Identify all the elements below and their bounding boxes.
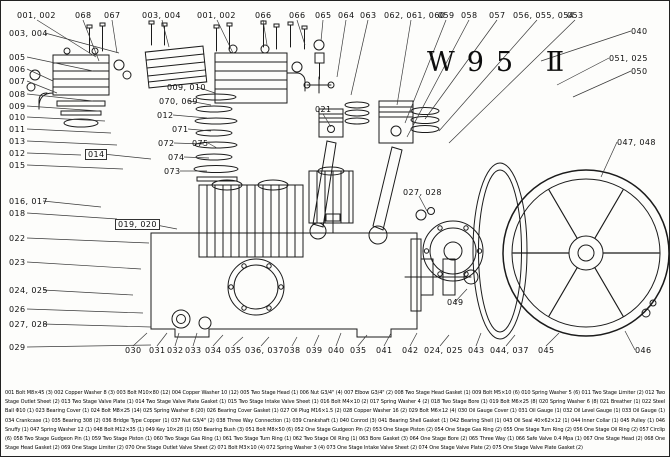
part-callout: 036, 037 — [245, 346, 284, 355]
part-callout: 067 — [104, 11, 121, 20]
misc-hardware — [641, 299, 657, 318]
part-callout: 045 — [538, 346, 555, 355]
elbow-pipe — [286, 72, 306, 92]
part-callout: 072 — [158, 139, 175, 148]
head-gaskets — [56, 100, 106, 128]
part-callout: 031 — [149, 346, 166, 355]
part-callout: 044, 037 — [490, 346, 529, 355]
part-callout: 042 — [402, 346, 419, 355]
part-callout: 021 — [315, 105, 332, 114]
part-callout: 058 — [461, 11, 478, 20]
part-callout: 030 — [125, 346, 142, 355]
part-callout: 066 — [289, 11, 306, 20]
part-callout: 049 — [447, 298, 464, 307]
part-callout: 040 — [328, 346, 345, 355]
part-callout: 066 — [255, 11, 272, 20]
part-callout: 012 — [157, 111, 174, 120]
part-callout: 035 — [225, 346, 242, 355]
part-callout: 018 — [9, 209, 26, 218]
part-callout: 065 — [315, 11, 332, 20]
oil-plug — [415, 207, 435, 221]
part-callout: 003, 004 — [142, 11, 181, 20]
crankshaft — [404, 258, 479, 296]
part-callout: 062, 061, 060 — [384, 11, 446, 20]
part-callout: 024, 025 — [424, 346, 463, 355]
part-callout: 009 — [9, 102, 26, 111]
part-callout: 013 — [9, 137, 26, 146]
part-callout: 012 — [9, 149, 26, 158]
part-callout: 035 — [350, 346, 367, 355]
part-callout: 019, 020 — [115, 219, 160, 230]
part-callout: 070, 069 — [159, 97, 198, 106]
part-callout: 050 — [631, 67, 648, 76]
part-callout: 001, 002 — [17, 11, 56, 20]
part-callout: 034 — [205, 346, 222, 355]
part-callout: 027, 028 — [9, 320, 48, 329]
part-callout: 032 — [167, 346, 184, 355]
piston-small — [318, 108, 344, 138]
part-callout: 068 — [75, 11, 92, 20]
part-callout: 033 — [185, 346, 202, 355]
one-stage-head-upper — [144, 45, 208, 89]
part-callout: 027, 028 — [403, 188, 442, 197]
parts-list: 001 Bolt M8×45 (3) 002 Copper Washer 8 (… — [5, 390, 665, 452]
part-callout: 016, 017 — [9, 197, 48, 206]
bearing-cover — [422, 220, 484, 282]
breather-icon — [325, 213, 341, 234]
part-callout: 064 — [338, 11, 355, 20]
part-callout: 071 — [172, 125, 189, 134]
part-callout: 023 — [9, 258, 26, 267]
part-callout: 006 — [9, 65, 26, 74]
safety-valve-assembly — [303, 39, 335, 94]
part-callout: 053 — [567, 11, 584, 20]
one-stage-head-left — [52, 47, 110, 96]
part-callout: 047, 048 — [617, 138, 656, 147]
part-callout: 056, 055, 054 — [513, 11, 575, 20]
connecting-rods — [309, 140, 403, 245]
part-callout: 038 — [284, 346, 301, 355]
part-callout: 015 — [9, 161, 26, 170]
part-callout: 026 — [9, 305, 26, 314]
part-callout: 009, 010 — [167, 83, 206, 92]
part-callout: 051, 025 — [609, 54, 648, 63]
part-callout: 039 — [306, 346, 323, 355]
part-callout: 001, 002 — [197, 11, 236, 20]
part-callout: 003, 004 — [9, 29, 48, 38]
part-callout: 041 — [376, 346, 393, 355]
cylinder-block — [198, 179, 304, 258]
part-callout: 063 — [360, 11, 377, 20]
model-mark: W95 Ⅱ — [427, 47, 577, 78]
part-callout: 059 — [438, 11, 455, 20]
part-callout: 043 — [468, 346, 485, 355]
flywheel — [502, 169, 669, 337]
oil-sight-glass — [171, 309, 212, 330]
part-callout: 029 — [9, 343, 26, 352]
part-callout: 011 — [9, 125, 26, 134]
two-stage-head — [214, 44, 306, 104]
part-callout: 005 — [9, 53, 26, 62]
part-callout: 040 — [631, 27, 648, 36]
leader-lines-layer — [26, 19, 636, 351]
part-callout: 075 — [192, 139, 209, 148]
part-callout: 057 — [489, 11, 506, 20]
v-belt — [472, 162, 528, 340]
part-callout: 024, 025 — [9, 286, 48, 295]
crankcase — [150, 232, 422, 338]
part-callout: 022 — [9, 234, 26, 243]
part-callout: 014 — [85, 149, 108, 160]
part-callout: 008 — [9, 90, 26, 99]
part-callout: 007 — [9, 77, 26, 86]
part-callout: 046 — [635, 346, 652, 355]
part-callout: 074 — [168, 153, 185, 162]
part-callout: 073 — [164, 167, 181, 176]
part-callout: 010 — [9, 113, 26, 122]
